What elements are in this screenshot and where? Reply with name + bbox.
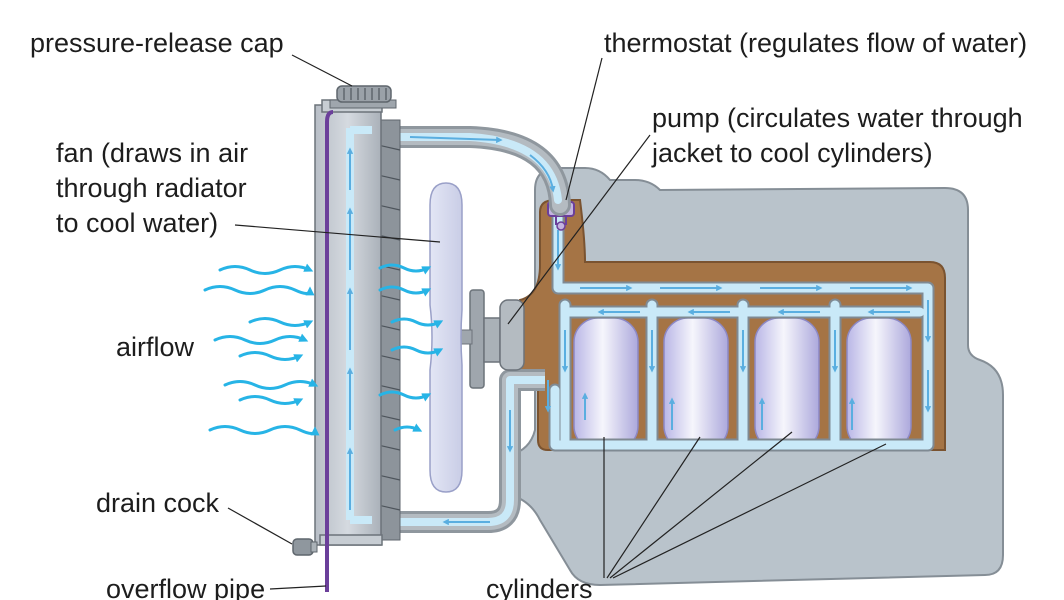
leader-lines [227,54,887,590]
cylinder-2 [663,317,729,451]
label-pressure-release-cap: pressure-release cap [30,28,284,58]
label-airflow: airflow [116,332,195,362]
label-thermostat: thermostat (regulates flow of water) [604,28,1028,58]
label-drain-cock: drain cock [96,488,220,518]
label-fan-line2: through radiator [56,173,247,203]
drain-cock [292,538,318,556]
airflow-arrows [203,263,444,436]
pressure-release-cap [329,85,397,109]
label-cylinders: cylinders [486,574,593,600]
fan-blade [429,182,463,493]
cylinder-3 [754,317,820,451]
label-pump-line2: jacket to cool cylinders) [652,138,933,168]
label-fan-line3: to cool water) [56,208,219,238]
cylinder-4 [846,317,912,451]
label-pump-line1: pump (circulates water through [652,103,1023,133]
overflow-pipe [325,110,334,592]
cylinder-1 [573,317,639,451]
jacket-flow-arrows [554,230,932,430]
label-overflow-pipe: overflow pipe [106,574,266,600]
label-fan-line1: fan (draws in air [56,138,249,168]
